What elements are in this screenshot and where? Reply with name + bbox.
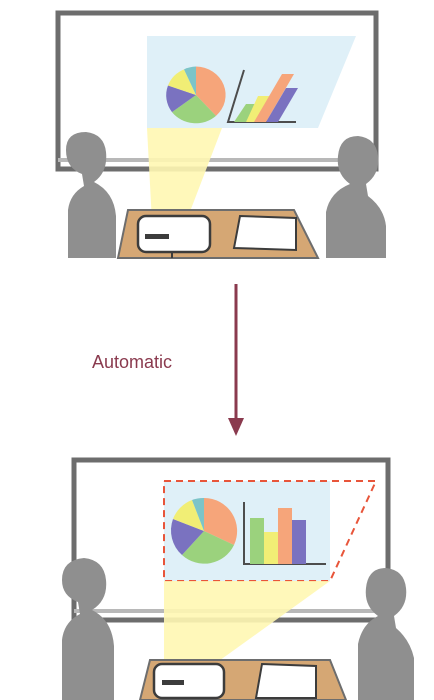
arrow-down xyxy=(228,284,244,436)
person-left-after xyxy=(62,558,114,700)
pie-chart-skewed xyxy=(166,66,226,124)
projector-after xyxy=(152,662,226,700)
bar-chart-corrected xyxy=(243,502,326,565)
pie-chart-corrected xyxy=(170,497,238,564)
bar-chart-skewed xyxy=(226,69,298,123)
projector-beam-after xyxy=(164,581,330,676)
person-left-before xyxy=(66,132,116,258)
person-right-before xyxy=(326,136,386,258)
keystone-outline-dashed xyxy=(163,480,378,582)
papers-after xyxy=(254,662,317,699)
scene-after xyxy=(62,457,414,700)
papers-before xyxy=(232,214,297,252)
person-right-after xyxy=(358,568,414,700)
projector-before xyxy=(136,214,212,258)
projector-beam-before xyxy=(147,128,222,222)
scene-before xyxy=(55,10,386,259)
transition-label: Automatic xyxy=(92,352,173,372)
